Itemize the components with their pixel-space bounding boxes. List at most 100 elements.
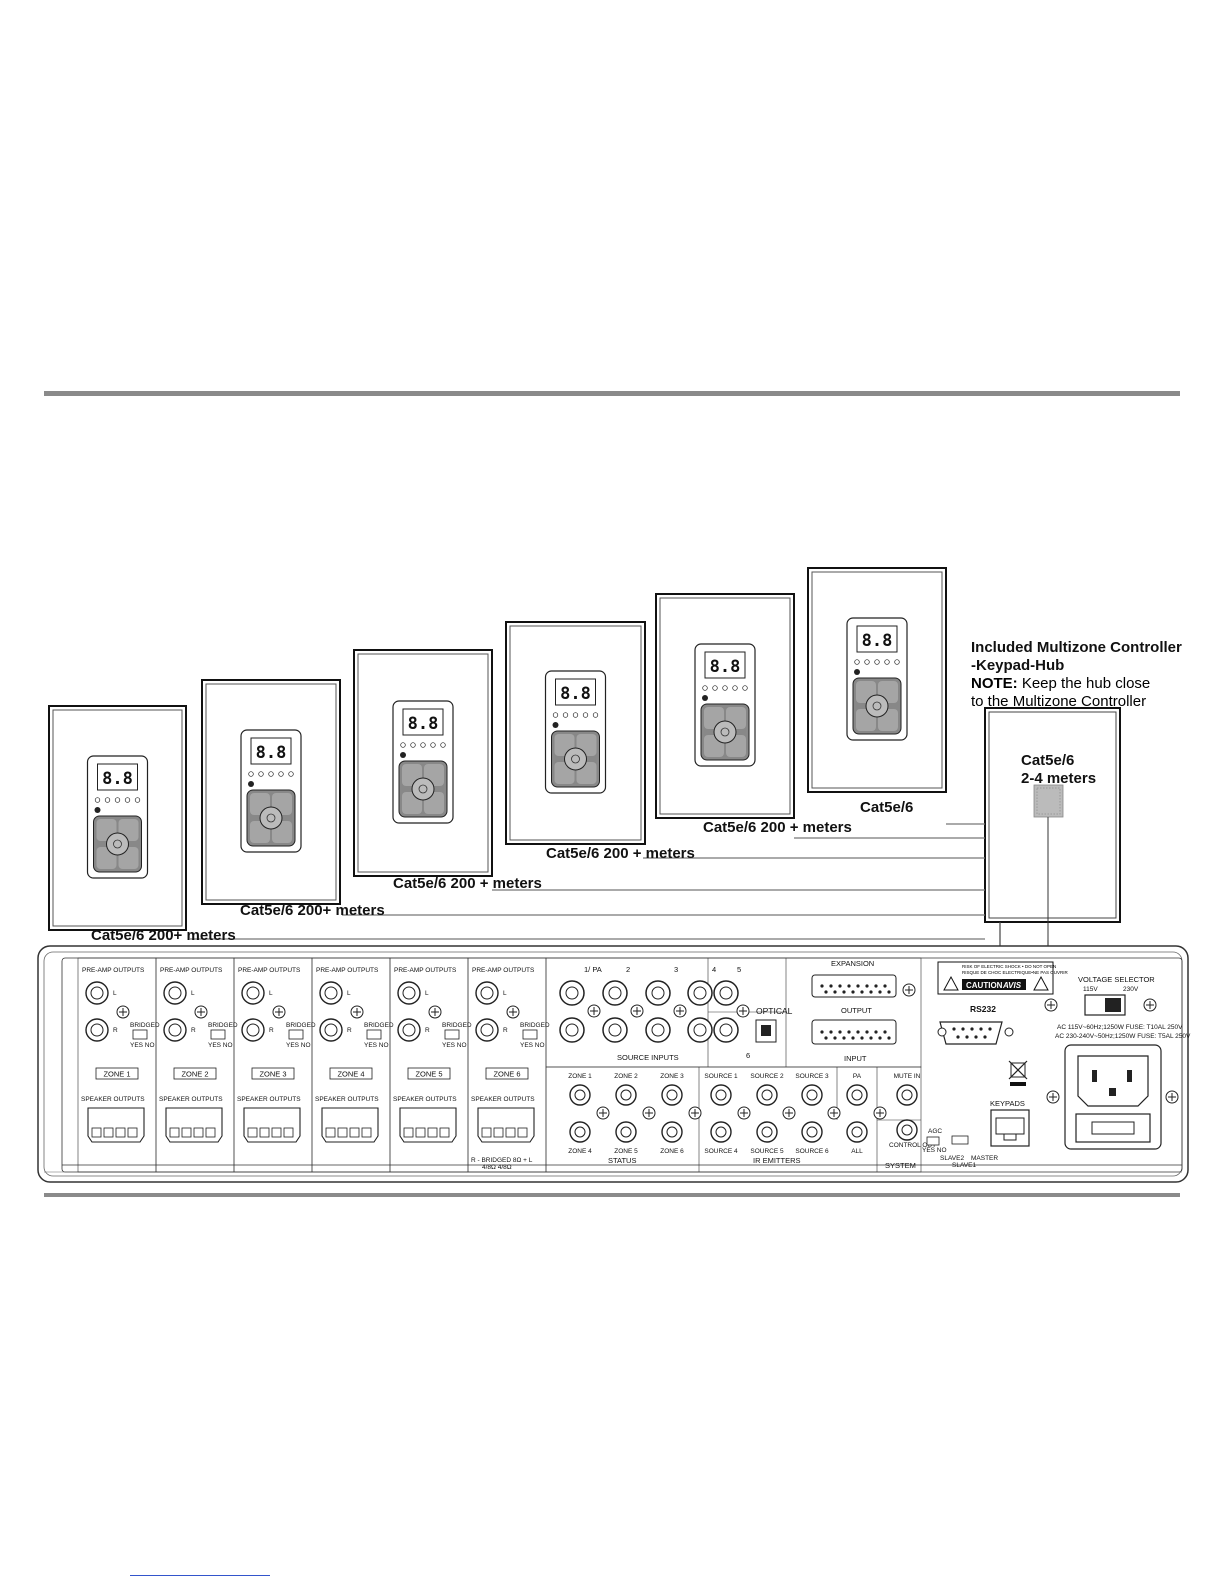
bridged-switch <box>445 1030 459 1039</box>
bridged-switch <box>289 1030 303 1039</box>
preamp-jack-right <box>242 1019 264 1041</box>
keypad-power-button <box>260 807 282 829</box>
keypad-display-digits: 8.8 <box>560 684 591 704</box>
source-input-label-2: 2 <box>626 965 630 974</box>
bridged-label: BRIDGED <box>442 1022 472 1029</box>
preamp-jack-left <box>476 982 498 1004</box>
status-jack-label: ZONE 3 <box>660 1073 684 1080</box>
speaker-outputs-label: SPEAKER OUTPUTS <box>159 1096 223 1103</box>
caution-text1: RISK OF ELECTRIC SHOCK • DO NOT OPEN <box>962 964 1056 969</box>
svg-text:L: L <box>425 990 429 997</box>
keypad-hub <box>985 708 1120 940</box>
rs232-label: RS232 <box>970 1004 996 1014</box>
svg-text:R: R <box>191 1027 196 1034</box>
bridged-ohm-note: 4/8Ω 4/8Ω <box>482 1164 512 1171</box>
expansion-output-label: OUTPUT <box>841 1006 872 1015</box>
keypad-4: 8.8 <box>506 622 645 844</box>
svg-text:R: R <box>269 1027 274 1034</box>
keypad-6: 8.8 <box>808 568 946 792</box>
callout-title-line1: Included Multizone Controller <box>971 639 1182 656</box>
speaker-outputs-label: SPEAKER OUTPUTS <box>471 1096 535 1103</box>
preamp-jack-left <box>398 982 420 1004</box>
system-title: SYSTEM <box>885 1161 916 1170</box>
footer-link-underline <box>130 1575 270 1576</box>
ir-jack-label: SOURCE 2 <box>750 1073 784 1080</box>
keypad-5: 8.8 <box>656 594 794 818</box>
preamp-jack-left <box>320 982 342 1004</box>
svg-text:YES NO: YES NO <box>442 1042 467 1049</box>
speaker-outputs-label: SPEAKER OUTPUTS <box>315 1096 379 1103</box>
zone-label: ZONE 2 <box>181 1070 208 1079</box>
source-input-jack <box>688 1018 712 1042</box>
preamp-jack-left <box>86 982 108 1004</box>
preamp-jack-right <box>320 1019 342 1041</box>
keypad-display-digits: 8.8 <box>710 657 741 677</box>
cable-label-3: Cat5e/6 200 + meters <box>393 875 542 892</box>
power-inlet <box>1047 1045 1178 1149</box>
ir-jack <box>757 1122 777 1142</box>
keypad-power-button <box>412 778 434 800</box>
slave1-label: SLAVE1 <box>952 1162 976 1169</box>
status-jack-label: ZONE 4 <box>568 1148 592 1155</box>
preamp-outputs-label: PRE-AMP OUTPUTS <box>394 967 457 974</box>
svg-text:L: L <box>113 990 117 997</box>
caution-text2: RISQUE DE CHOC ELECTRIQUE•NE PAS OUVRIR <box>962 970 1069 975</box>
svg-text:YES NO: YES NO <box>520 1042 545 1049</box>
preamp-outputs-label: PRE-AMP OUTPUTS <box>82 967 145 974</box>
ir-jack-label: SOURCE 1 <box>704 1073 738 1080</box>
rating-line1: AC 115V~60Hz;1250W FUSE: T10AL 250V <box>1057 1024 1183 1031</box>
status-jack-label: ZONE 1 <box>568 1073 592 1080</box>
preamp-outputs-label: PRE-AMP OUTPUTS <box>472 967 535 974</box>
svg-text:YES NO: YES NO <box>208 1042 233 1049</box>
source-input-jack <box>714 1018 738 1042</box>
status-jack <box>662 1085 682 1105</box>
agc-label: AGC <box>928 1128 942 1135</box>
bridged-label: BRIDGED <box>520 1022 550 1029</box>
ir-emitters-title: IR EMITTERS <box>753 1156 801 1165</box>
weee-symbol-icon <box>1009 1061 1027 1086</box>
control-out-jack <box>897 1120 917 1140</box>
speaker-outputs-label: SPEAKER OUTPUTS <box>237 1096 301 1103</box>
status-jack <box>616 1122 636 1142</box>
keypad-power-button <box>866 695 888 717</box>
svg-text:YES NO: YES NO <box>364 1042 389 1049</box>
callout-note-text: Keep the hub close <box>1018 675 1151 692</box>
optical-label: OPTICAL <box>756 1006 793 1016</box>
source-input-label-5: 5 <box>737 965 741 974</box>
keypad-2: 8.8 <box>202 680 340 904</box>
source-input-jack <box>603 1018 627 1042</box>
rs232-port <box>940 1022 1002 1044</box>
source-input-jack <box>560 1018 584 1042</box>
hub-rj45-jack <box>1034 785 1063 817</box>
hub-cable-line1: Cat5e/6 <box>1021 752 1074 769</box>
preamp-jack-right <box>476 1019 498 1041</box>
ir-jack-label: PA <box>853 1073 862 1080</box>
cable-label-5: Cat5e/6 200 + meters <box>703 819 852 836</box>
svg-text:YES NO: YES NO <box>286 1042 311 1049</box>
amplifier-rear-panel: PRE-AMP OUTPUTS L R BRIDGED YES NO ZONE 1 SPEA… <box>38 946 1191 1182</box>
ir-jack <box>802 1085 822 1105</box>
preamp-jack-right <box>164 1019 186 1041</box>
bridged-note: R - BRIDGED 8Ω + L <box>471 1157 533 1164</box>
preamp-outputs-label: PRE-AMP OUTPUTS <box>238 967 301 974</box>
master-label: MASTER <box>971 1155 998 1162</box>
keypads-port-label: KEYPADS <box>990 1099 1025 1108</box>
slave2-label: SLAVE2 <box>940 1155 964 1162</box>
keypad-display-digits: 8.8 <box>408 714 439 734</box>
keypad-power-button <box>714 721 736 743</box>
keypad-display-digits: 8.8 <box>102 769 133 789</box>
svg-text:L: L <box>269 990 273 997</box>
bridged-switch <box>211 1030 225 1039</box>
svg-text:L: L <box>347 990 351 997</box>
preamp-jack-left <box>242 982 264 1004</box>
ir-jack-label: ALL <box>851 1148 863 1155</box>
ir-jack-label: SOURCE 6 <box>795 1148 829 1155</box>
preamp-jack-left <box>164 982 186 1004</box>
callout-note-label: NOTE: <box>971 675 1018 692</box>
bridged-label: BRIDGED <box>208 1022 238 1029</box>
source-inputs-title: SOURCE INPUTS <box>617 1053 679 1062</box>
status-jack-label: ZONE 6 <box>660 1148 684 1155</box>
bridged-label: BRIDGED <box>130 1022 160 1029</box>
zone-label: ZONE 3 <box>259 1070 286 1079</box>
